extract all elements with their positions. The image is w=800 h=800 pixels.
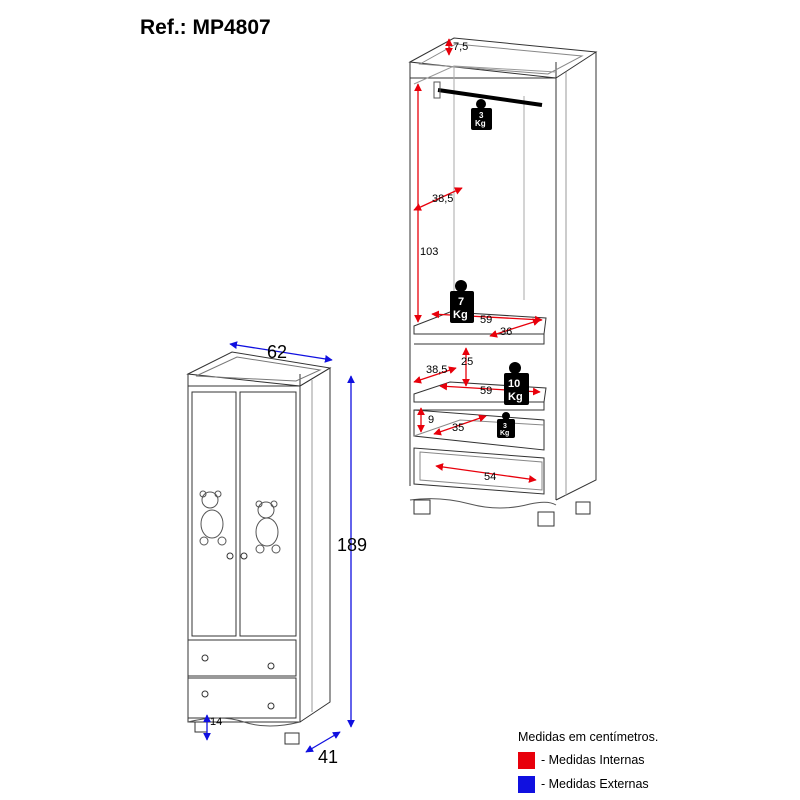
weight-middle-value: 10 — [508, 378, 520, 390]
internal-dimensions — [413, 38, 543, 483]
weight-drawer-value: 3 — [503, 423, 507, 430]
shelf-depth-arrow — [489, 318, 541, 338]
open-lower-drawer — [413, 447, 545, 495]
weight-icon-drawer: 3 Kg — [497, 412, 515, 438]
teddy-bear-left — [199, 490, 227, 546]
open-foot-left — [413, 499, 431, 515]
right-door — [239, 391, 297, 637]
open-foot-right — [575, 501, 591, 515]
top-gap-label: 7,5 — [453, 41, 468, 53]
hanging-depth-arrow — [413, 187, 463, 211]
legend-internal-label: - Medidas Internas — [541, 753, 645, 767]
open-top-panel — [408, 37, 598, 79]
weight-icon-rod: 3 Kg — [471, 99, 492, 130]
height-label: 189 — [337, 535, 367, 555]
closed-body-side — [299, 367, 331, 723]
door-knob — [226, 552, 234, 560]
weight-rod-unit: Kg — [475, 119, 486, 128]
weight-middle-unit: Kg — [508, 391, 523, 403]
weight-icon-shelf: 7 Kg — [450, 280, 474, 323]
lower-drawer — [187, 677, 297, 719]
closed-foot-right — [284, 732, 300, 745]
legend-external: - Medidas Externas — [518, 775, 658, 793]
closed-body-front — [187, 386, 301, 723]
open-foot-middle — [537, 511, 555, 527]
upper-drawer — [187, 639, 297, 677]
drawer-depth-label: 35 — [452, 422, 464, 434]
legend-internal-swatch — [518, 751, 535, 769]
weight-drawer-unit: Kg — [500, 430, 509, 437]
teddy-bear-right — [255, 500, 281, 554]
closed-foot-left — [194, 721, 208, 733]
drawer-width-label: 54 — [484, 471, 496, 483]
middle-width-label: 59 — [480, 385, 492, 397]
left-door — [191, 391, 237, 637]
weight-rod-value: 3 — [479, 111, 484, 120]
width-label: 62 — [267, 342, 287, 362]
open-wardrobe — [408, 37, 598, 527]
weight-icon-middle-shelf: 10 Kg — [504, 362, 529, 405]
hanging-depth-label: 38,5 — [432, 193, 453, 205]
hanging-rod — [437, 88, 543, 107]
open-body-side-right — [555, 52, 597, 501]
external-dimensions — [203, 341, 355, 753]
reference-title: Ref.: MP4807 — [140, 16, 271, 39]
open-base-skirt — [409, 498, 557, 509]
middle-depth-arrow — [413, 366, 457, 384]
weight-shelf-unit: Kg — [453, 309, 468, 321]
legend-internal: - Medidas Internas — [518, 751, 658, 769]
shelf-width-label: 59 — [480, 314, 492, 326]
drawer-height-label: 9 — [428, 414, 434, 426]
foot-height-label: 14 — [210, 716, 222, 728]
drawer-depth-arrow — [433, 414, 487, 436]
legend-external-label: - Medidas Externas — [541, 777, 649, 791]
legend: Medidas em centímetros. - Medidas Intern… — [518, 730, 658, 799]
open-upper-drawer — [413, 409, 545, 451]
hanging-height-label: 103 — [420, 246, 438, 258]
drawer-width-arrow — [435, 463, 537, 483]
middle-height-label: 25 — [461, 356, 473, 368]
shelf-depth-label: 36 — [500, 326, 512, 338]
width-arrow — [229, 341, 333, 363]
legend-title: Medidas em centímetros. — [518, 730, 659, 744]
middle-depth-label: 38,5 — [426, 364, 447, 376]
legend-external-swatch — [518, 775, 535, 793]
depth-label: 41 — [318, 747, 338, 767]
closed-wardrobe — [186, 351, 332, 745]
depth-arrow — [305, 731, 341, 753]
weight-shelf-value: 7 — [458, 296, 464, 308]
